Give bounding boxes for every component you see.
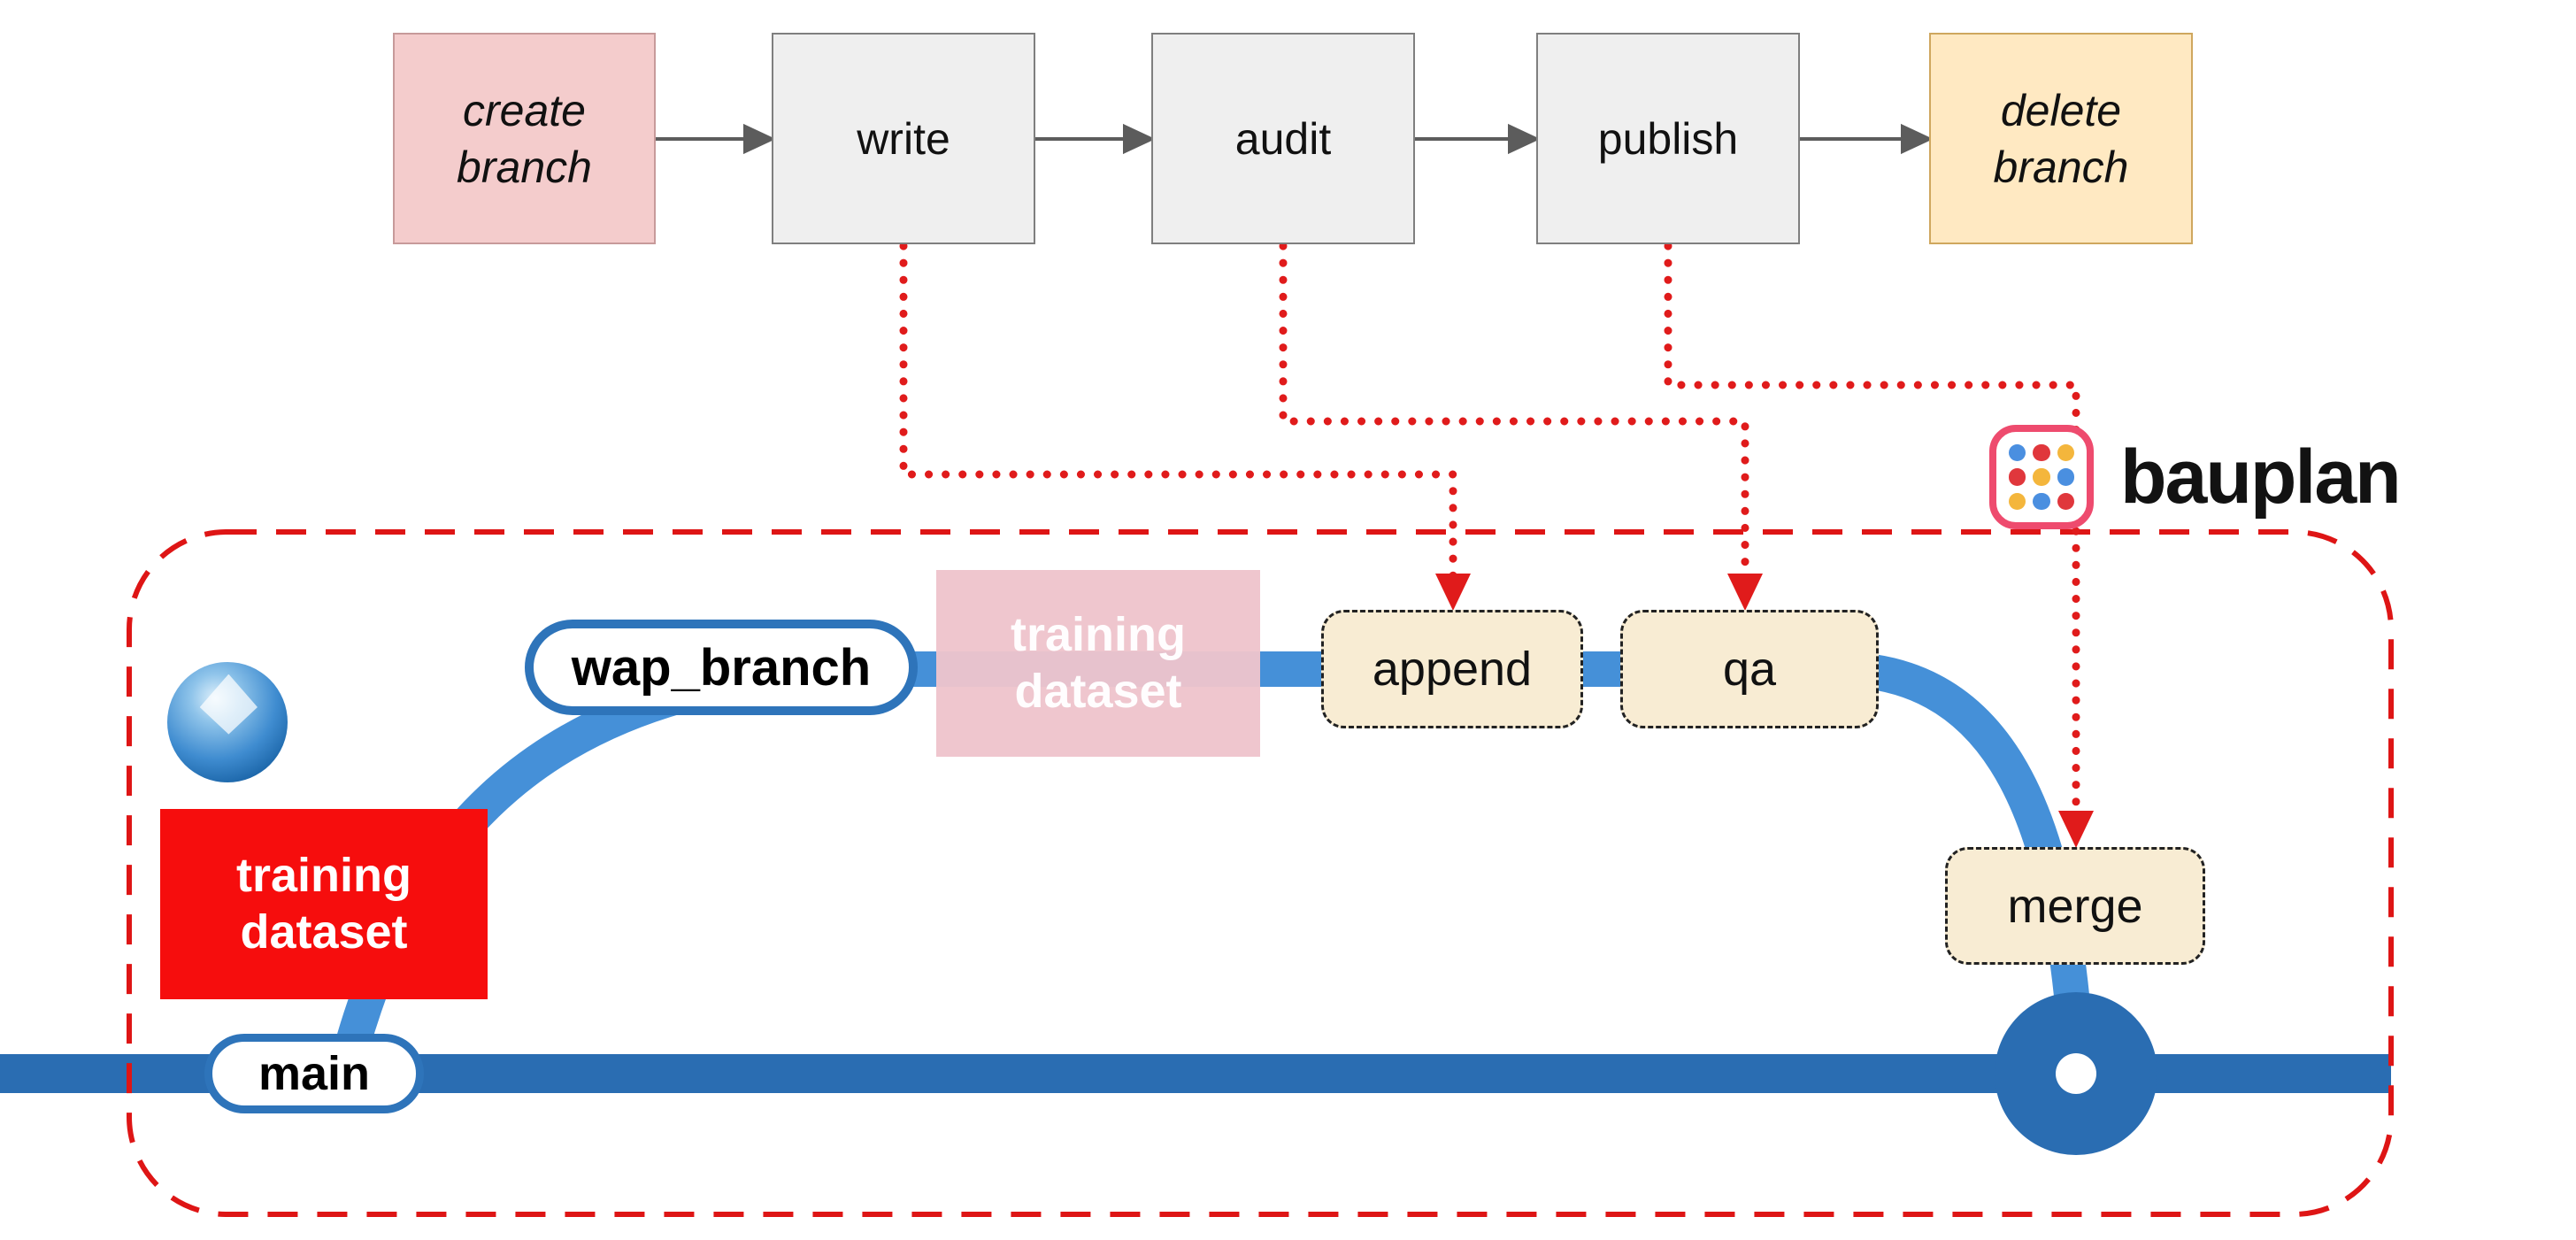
arrowhead-audit bbox=[1123, 123, 1156, 155]
training-dataset-main-label: training dataset bbox=[236, 848, 411, 959]
step-delete-branch-label: delete branch bbox=[1993, 85, 2129, 192]
wap-branch-name: wap_branch bbox=[571, 638, 872, 697]
bauplan-wordmark: bauplan bbox=[2120, 435, 2402, 520]
step-write: write bbox=[772, 33, 1035, 244]
step-audit: audit bbox=[1151, 33, 1415, 244]
arrowhead-qa bbox=[1727, 574, 1763, 611]
operation-qa-label: qa bbox=[1722, 643, 1777, 696]
operation-merge: merge bbox=[1945, 847, 2205, 965]
step-delete-branch: delete branch bbox=[1929, 33, 2193, 244]
training-dataset-main: training dataset bbox=[160, 809, 488, 999]
connector-audit-to-qa bbox=[1279, 242, 1749, 589]
workflow-arrows bbox=[656, 123, 1934, 155]
main-branch-label: main bbox=[204, 1034, 424, 1113]
operation-merge-label: merge bbox=[2007, 879, 2143, 933]
main-branch-name: main bbox=[258, 1047, 371, 1100]
arrowhead-publish bbox=[1508, 123, 1541, 155]
step-create-branch: create branch bbox=[393, 33, 656, 244]
merge-commit-dot bbox=[2056, 1053, 2096, 1094]
bauplan-boundary-box bbox=[127, 529, 2394, 1217]
connector-arrowheads bbox=[1435, 574, 2094, 848]
step-publish: publish bbox=[1536, 33, 1800, 244]
operation-append: append bbox=[1321, 610, 1583, 728]
step-audit-label: audit bbox=[1234, 113, 1332, 164]
wap-branch-label: wap_branch bbox=[525, 620, 918, 715]
connector-write-to-append bbox=[899, 242, 1457, 589]
training-dataset-branch: training dataset bbox=[936, 570, 1260, 757]
connector-publish-to-merge bbox=[1664, 242, 2080, 828]
bauplan-logo-icon bbox=[1989, 425, 2094, 529]
step-write-label: write bbox=[857, 113, 950, 164]
arrowhead-append bbox=[1435, 574, 1471, 611]
training-dataset-branch-label: training dataset bbox=[1011, 607, 1186, 718]
arrowhead-write bbox=[743, 123, 776, 155]
operation-append-label: append bbox=[1372, 643, 1533, 696]
arrowhead-merge bbox=[2058, 811, 2094, 848]
step-publish-label: publish bbox=[1597, 113, 1739, 164]
globe-sphere-icon bbox=[167, 662, 288, 782]
step-create-branch-label: create branch bbox=[457, 85, 592, 192]
arrowhead-delete bbox=[1901, 123, 1934, 155]
operation-qa: qa bbox=[1620, 610, 1879, 728]
bauplan-brand: bauplan bbox=[1989, 425, 2402, 529]
